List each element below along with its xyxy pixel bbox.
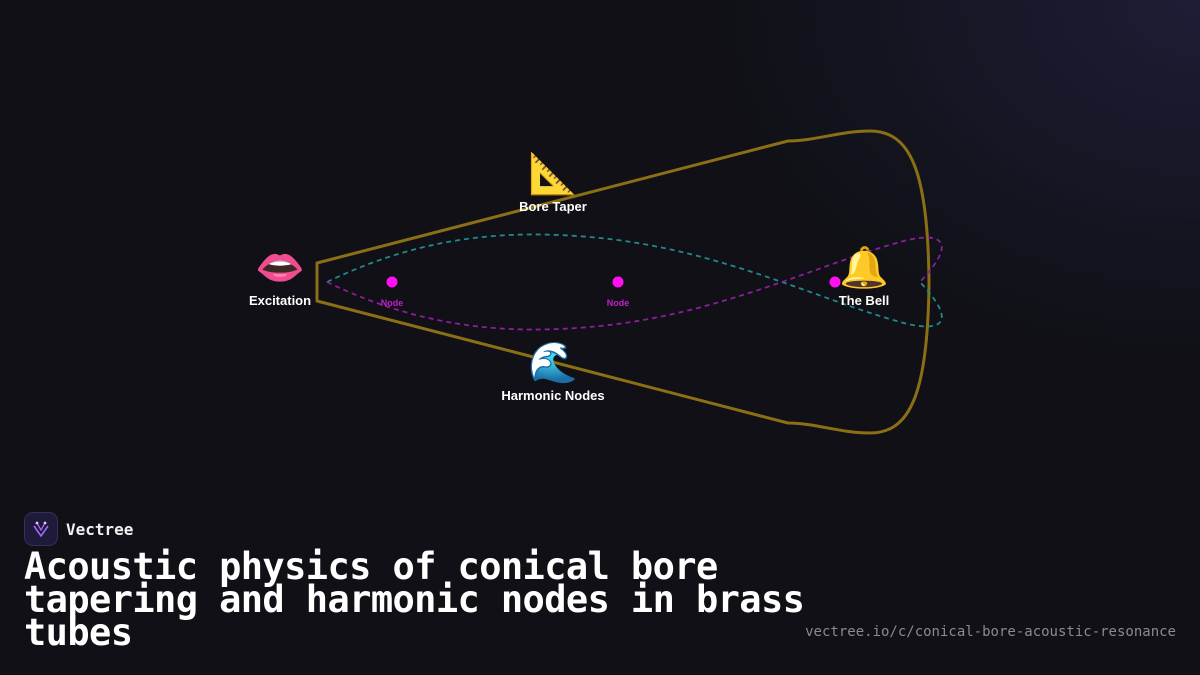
bell-icon: 🔔: [839, 245, 889, 291]
triangular-ruler-icon: 📐: [528, 151, 578, 197]
brand: Vectree: [24, 512, 133, 546]
node-label: Excitation: [248, 293, 312, 308]
node-marker-label: Node: [607, 298, 630, 308]
water-wave-icon: 🌊: [528, 340, 578, 386]
brand-name: Vectree: [66, 519, 134, 539]
node-marker-label: Node: [381, 298, 404, 308]
node-the-bell: 🔔 The Bell: [839, 245, 890, 308]
node-label: The Bell: [838, 293, 890, 308]
tube-outline: [315, 129, 931, 435]
lips-icon: 👄: [255, 245, 305, 291]
node-dot: [386, 276, 398, 288]
node-dot: [612, 276, 624, 288]
node-label: Harmonic Nodes: [501, 388, 605, 403]
page-title: Acoustic physics of conical bore taperin…: [24, 545, 805, 654]
node-dot: [829, 276, 841, 288]
node-label: Bore Taper: [519, 199, 587, 214]
vectree-logo-icon: [24, 512, 58, 546]
node-excitation: 👄 Excitation: [249, 245, 311, 308]
standing-wave-teal: [326, 233, 943, 328]
source-url[interactable]: vectree.io/c/conical-bore-acoustic-reson…: [805, 624, 1176, 640]
node-harmonic-nodes: 🌊 Harmonic Nodes: [501, 340, 604, 403]
node-bore-taper: 📐 Bore Taper: [519, 151, 587, 214]
standing-wave-magenta: [326, 236, 943, 331]
